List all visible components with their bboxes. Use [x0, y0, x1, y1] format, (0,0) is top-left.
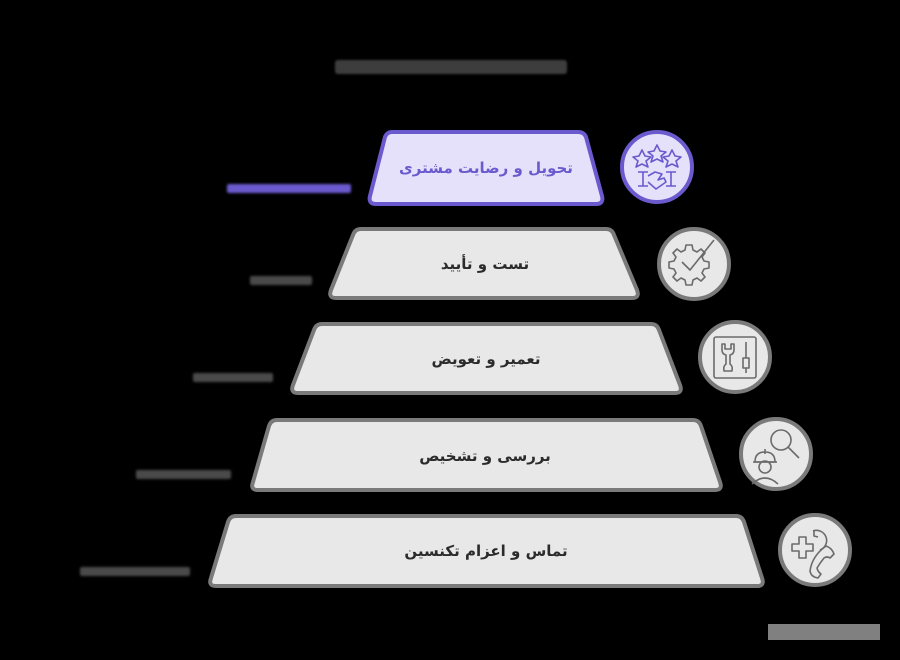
technician-search-icon: [751, 429, 800, 485]
tier-4-label: بررسی و تشخیص: [419, 447, 551, 465]
gear-check-icon: [668, 239, 715, 286]
tier-3-side-label: [193, 373, 273, 382]
stars-handshake-icon: [632, 144, 682, 190]
tier-4-side-label: [136, 470, 231, 479]
tier-1-label: تحویل و رضایت مشتری: [399, 159, 573, 177]
phone-medical-clock-icon: [791, 529, 835, 579]
tier-2-label: تست و تأیید: [440, 255, 530, 273]
tier-5-side-label: [80, 567, 190, 576]
diagram-title: [335, 60, 567, 74]
tier-1-side-label: [227, 184, 351, 193]
tier-2-side-label: [250, 276, 312, 285]
tier-1-icon-circle: [620, 130, 694, 204]
tier-5-label: تماس و اعزام تکنسین: [404, 542, 568, 560]
footer-watermark: [768, 624, 880, 640]
tools-wrench-screwdriver-icon: [713, 336, 757, 379]
tier-3-label: تعمیر و تعویض: [431, 350, 541, 368]
